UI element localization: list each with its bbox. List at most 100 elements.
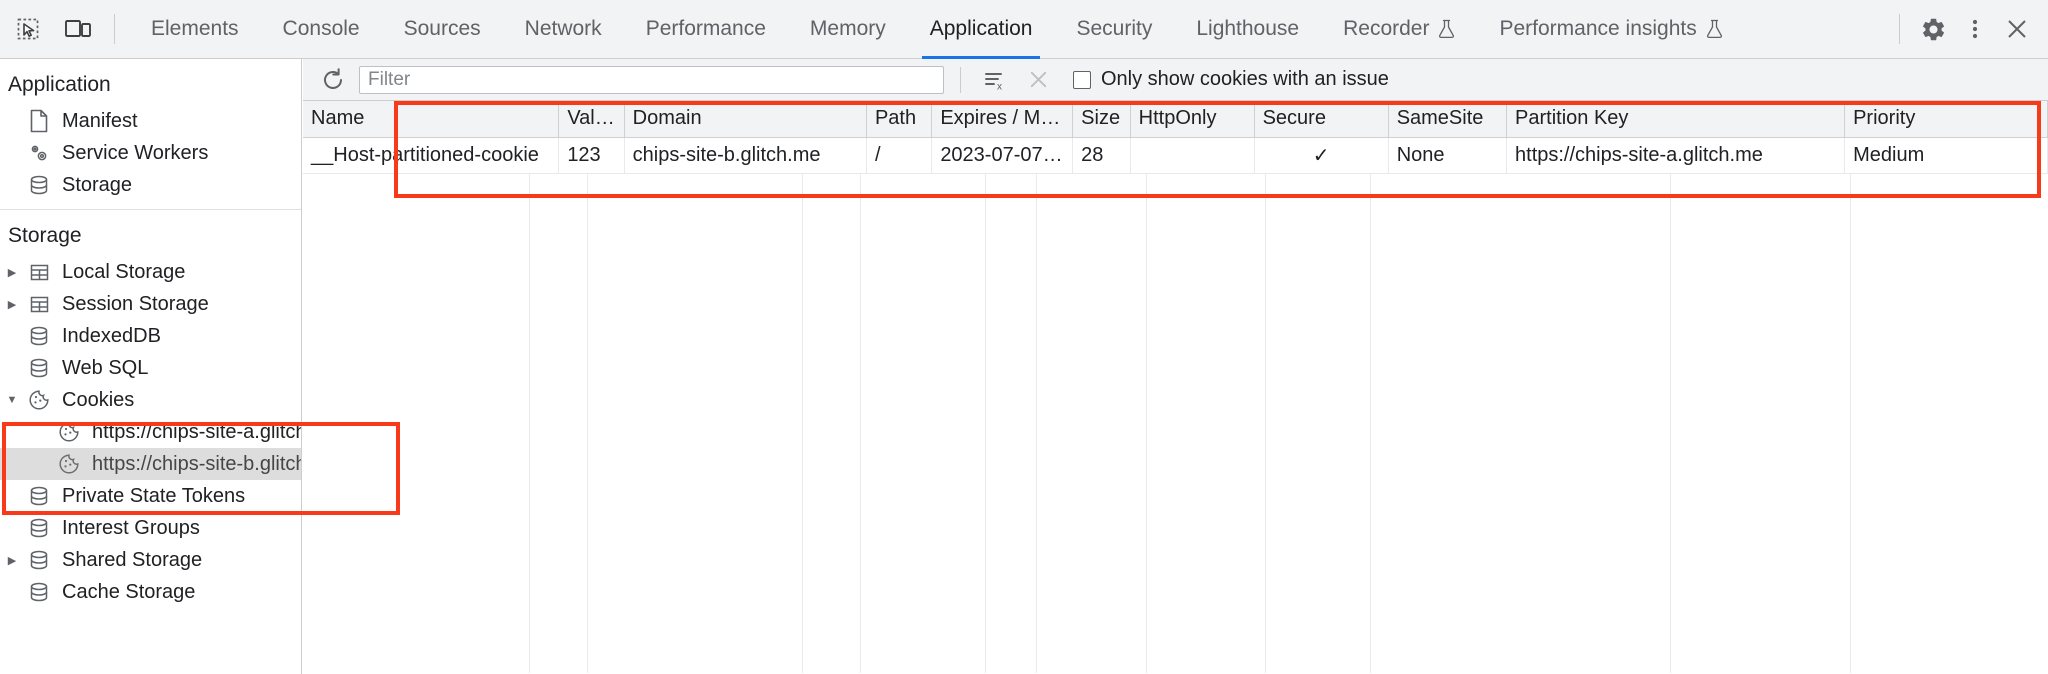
tab-sources[interactable]: Sources bbox=[382, 0, 503, 59]
clear-all-x-icon[interactable] bbox=[1021, 64, 1055, 96]
cell-size[interactable]: 28 bbox=[1072, 137, 1131, 174]
close-icon[interactable] bbox=[1996, 8, 2038, 50]
tab-memory[interactable]: Memory bbox=[788, 0, 908, 59]
column-header-priority[interactable]: Priority bbox=[1844, 101, 2048, 138]
cell-httponly[interactable] bbox=[1130, 137, 1255, 174]
sidebar-item-cache-storage[interactable]: ▶ Cache Storage bbox=[0, 576, 301, 608]
sidebar-item-cookies-site-a[interactable]: ▶ https://chips-site-a.glitch.me bbox=[0, 416, 301, 448]
application-sidebar[interactable]: Application ▶ Manifest ▶ Service Workers… bbox=[0, 59, 302, 674]
tab-label: Security bbox=[1076, 17, 1153, 40]
only-show-issues-toggle[interactable]: Only show cookies with an issue bbox=[1073, 68, 1389, 91]
cookies-filter-toolbar: x Only show cookies with an issue bbox=[303, 59, 2048, 101]
tab-performance-insights[interactable]: Performance insights bbox=[1477, 0, 1744, 59]
cell-samesite[interactable]: None bbox=[1388, 137, 1508, 174]
clear-filtered-icon[interactable]: x bbox=[977, 64, 1011, 96]
sidebar-item-label: Service Workers bbox=[62, 141, 209, 164]
column-header-secure[interactable]: Secure bbox=[1254, 101, 1389, 138]
sidebar-item-label: Cookies bbox=[62, 388, 135, 411]
sidebar-item-manifest[interactable]: ▶ Manifest bbox=[0, 105, 301, 137]
sidebar-item-service-workers[interactable]: ▶ Service Workers bbox=[0, 137, 301, 169]
tab-network[interactable]: Network bbox=[503, 0, 624, 59]
toolbar-right-actions bbox=[1887, 0, 2038, 59]
panel-tab-strip[interactable]: Elements Console Sources Network Perform… bbox=[129, 0, 1887, 59]
sidebar-item-label: IndexedDB bbox=[62, 324, 161, 347]
more-vertical-icon[interactable] bbox=[1954, 8, 1996, 50]
sidebar-item-label: Web SQL bbox=[62, 356, 149, 379]
experiment-flask-icon bbox=[1438, 19, 1455, 39]
cell-partition-key[interactable]: https://chips-site-a.glitch.me bbox=[1506, 137, 1846, 174]
device-toolbar-icon[interactable] bbox=[56, 7, 100, 51]
tab-lighthouse[interactable]: Lighthouse bbox=[1174, 0, 1321, 59]
sidebar-item-label: Interest Groups bbox=[62, 516, 200, 539]
toolbar-divider bbox=[1899, 14, 1900, 44]
database-icon bbox=[24, 581, 54, 603]
column-header-httponly[interactable]: HttpOnly bbox=[1130, 101, 1255, 138]
tab-elements[interactable]: Elements bbox=[129, 0, 261, 59]
table-header-row: Name Value Domain Path Expires / M… Size… bbox=[303, 101, 2048, 138]
tab-security[interactable]: Security bbox=[1054, 0, 1174, 59]
sidebar-item-interest-groups[interactable]: ▶ Interest Groups bbox=[0, 512, 301, 544]
cell-priority[interactable]: Medium bbox=[1844, 137, 2048, 174]
chevron-right-icon[interactable]: ▶ bbox=[7, 554, 17, 567]
sidebar-item-local-storage[interactable]: ▶ Local Storage bbox=[0, 256, 301, 288]
tab-recorder[interactable]: Recorder bbox=[1321, 0, 1477, 59]
tab-console[interactable]: Console bbox=[261, 0, 382, 59]
grid-column-rules bbox=[303, 101, 2048, 673]
database-icon bbox=[24, 485, 54, 507]
sidebar-item-label: Session Storage bbox=[62, 292, 209, 315]
column-header-value[interactable]: Value bbox=[558, 101, 625, 138]
service-workers-gears-icon bbox=[24, 141, 54, 165]
cookies-table-container[interactable]: Name Value Domain Path Expires / M… Size… bbox=[303, 101, 2048, 673]
cookie-icon bbox=[54, 453, 84, 475]
sidebar-item-storage[interactable]: ▶ Storage bbox=[0, 169, 301, 201]
sidebar-divider bbox=[0, 209, 301, 210]
cell-domain[interactable]: chips-site-b.glitch.me bbox=[624, 137, 867, 174]
column-header-samesite[interactable]: SameSite bbox=[1388, 101, 1508, 138]
sidebar-item-session-storage[interactable]: ▶ Session Storage bbox=[0, 288, 301, 320]
sidebar-item-shared-storage[interactable]: ▶ Shared Storage bbox=[0, 544, 301, 576]
sidebar-section-storage-title: Storage bbox=[8, 224, 82, 247]
cell-value[interactable]: 123 bbox=[558, 137, 625, 174]
sidebar-item-cookies[interactable]: ▼ Cookies bbox=[0, 384, 301, 416]
tab-label: Network bbox=[524, 17, 602, 40]
sidebar-item-web-sql[interactable]: ▶ Web SQL bbox=[0, 352, 301, 384]
sidebar-item-private-state-tokens[interactable]: ▶ Private State Tokens bbox=[0, 480, 301, 512]
tab-performance[interactable]: Performance bbox=[624, 0, 788, 59]
tab-label: Sources bbox=[403, 17, 481, 40]
column-header-expires[interactable]: Expires / M… bbox=[931, 101, 1074, 138]
chevron-right-icon[interactable]: ▶ bbox=[7, 298, 17, 311]
column-header-size[interactable]: Size bbox=[1072, 101, 1131, 138]
column-header-path[interactable]: Path bbox=[866, 101, 933, 138]
database-icon bbox=[24, 357, 54, 379]
cell-path[interactable]: / bbox=[866, 137, 933, 174]
chevron-right-icon[interactable]: ▶ bbox=[7, 266, 17, 279]
sidebar-item-label: Manifest bbox=[62, 109, 138, 132]
refresh-icon[interactable] bbox=[317, 64, 349, 96]
only-show-issues-label: Only show cookies with an issue bbox=[1101, 68, 1389, 90]
gear-icon[interactable] bbox=[1912, 8, 1954, 50]
table-row[interactable]: __Host-partitioned-cookie 123 chips-site… bbox=[303, 137, 2048, 174]
checkbox-icon[interactable] bbox=[1073, 70, 1091, 89]
column-header-domain[interactable]: Domain bbox=[624, 101, 867, 138]
column-header-name[interactable]: Name bbox=[303, 101, 560, 138]
sidebar-item-cookies-site-b[interactable]: ▶ https://chips-site-b.glitch.me bbox=[0, 448, 301, 480]
cell-secure[interactable]: ✓ bbox=[1254, 137, 1389, 174]
manifest-document-icon bbox=[24, 109, 54, 133]
chevron-down-icon[interactable]: ▼ bbox=[6, 394, 18, 406]
sidebar-item-indexeddb[interactable]: ▶ IndexedDB bbox=[0, 320, 301, 352]
cookies-table[interactable]: Name Value Domain Path Expires / M… Size… bbox=[303, 101, 2048, 174]
cell-expires[interactable]: 2023-07-07… bbox=[931, 137, 1074, 174]
sidebar-item-label: Storage bbox=[62, 173, 133, 196]
column-header-partition-key[interactable]: Partition Key bbox=[1506, 101, 1846, 138]
tab-application[interactable]: Application bbox=[908, 0, 1055, 59]
sidebar-item-label: Private State Tokens bbox=[62, 484, 246, 507]
tab-label: Console bbox=[282, 17, 360, 40]
sidebar-item-label: https://chips-site-b.glitch.me bbox=[92, 452, 301, 475]
cell-name[interactable]: __Host-partitioned-cookie bbox=[303, 137, 560, 174]
filter-input[interactable] bbox=[359, 65, 944, 94]
cookies-panel: x Only show cookies with an issue bbox=[303, 59, 2048, 674]
tab-label: Performance insights bbox=[1499, 17, 1697, 40]
sidebar-item-label: Shared Storage bbox=[62, 548, 203, 571]
inspect-element-icon[interactable] bbox=[6, 7, 50, 51]
sidebar-item-label: Cache Storage bbox=[62, 580, 196, 603]
